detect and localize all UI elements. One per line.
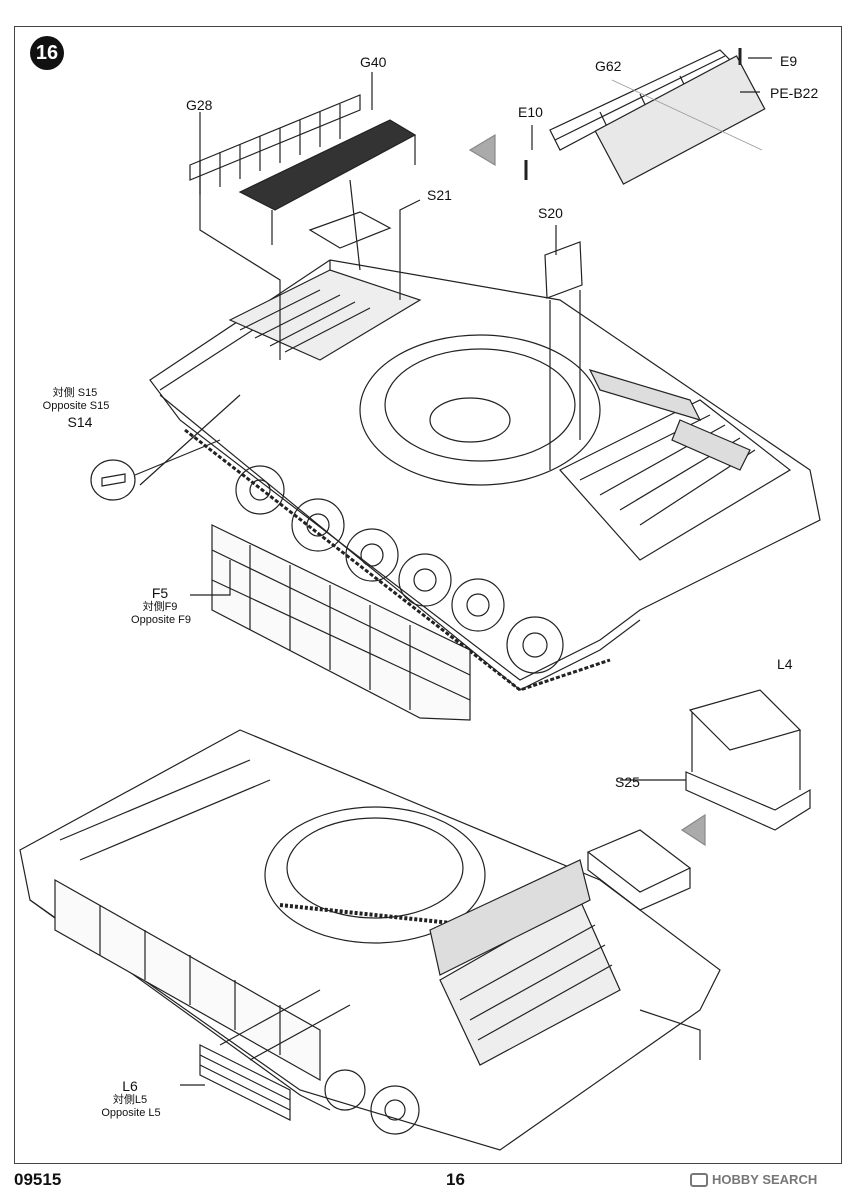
part-label-s14: S14 — [67, 414, 93, 430]
s14-detail-circle — [90, 459, 136, 501]
s20-part — [544, 241, 583, 299]
s25-box — [685, 771, 811, 831]
direction-arrow — [468, 133, 496, 167]
hobby-search-logo-icon — [690, 1172, 708, 1187]
part-label-s15-en: Opposite S15 — [42, 400, 110, 412]
road-wheel — [235, 465, 285, 515]
turret-ring — [359, 334, 601, 486]
part-label-l5-cn: 対側L5 — [112, 1094, 148, 1106]
part-label-e10: E10 — [518, 104, 543, 120]
part-label-l6: L6 — [122, 1078, 138, 1094]
part-label-g40: G40 — [360, 54, 387, 70]
l4-lid — [688, 689, 802, 751]
page-number: 16 — [446, 1170, 465, 1189]
part-label-e9: E9 — [780, 53, 798, 69]
part-label-f9-cn: 対側F9 — [142, 601, 178, 613]
pe-b22-mesh — [594, 55, 766, 185]
step-number-badge: 16 — [30, 36, 64, 70]
l6-rails — [199, 1044, 291, 1121]
page-frame — [14, 26, 842, 1164]
part-label-s20: S20 — [538, 205, 563, 221]
part-label-f5: F5 — [151, 585, 169, 601]
part-label-s25: S25 — [615, 774, 640, 790]
s21-plate — [308, 211, 392, 249]
part-label-pe-b22: PE-B22 — [770, 85, 819, 101]
side-skirt-panel — [211, 524, 471, 721]
part-label-l5-en: Opposite L5 — [101, 1107, 161, 1119]
watermark: HOBBY SEARCH — [690, 1172, 817, 1187]
g28-rail — [189, 94, 361, 181]
watermark-text: HOBBY SEARCH — [712, 1172, 818, 1187]
part-label-f9-en: Opposite F9 — [131, 614, 191, 626]
part-label-g62: G62 — [595, 58, 622, 74]
part-label-s21: S21 — [427, 187, 452, 203]
part-label-l4: L4 — [777, 656, 793, 672]
part-label-g28: G28 — [186, 97, 213, 113]
kit-number: 09515 — [14, 1170, 62, 1189]
part-label-s15-cn: 対側 S15 — [52, 387, 98, 399]
